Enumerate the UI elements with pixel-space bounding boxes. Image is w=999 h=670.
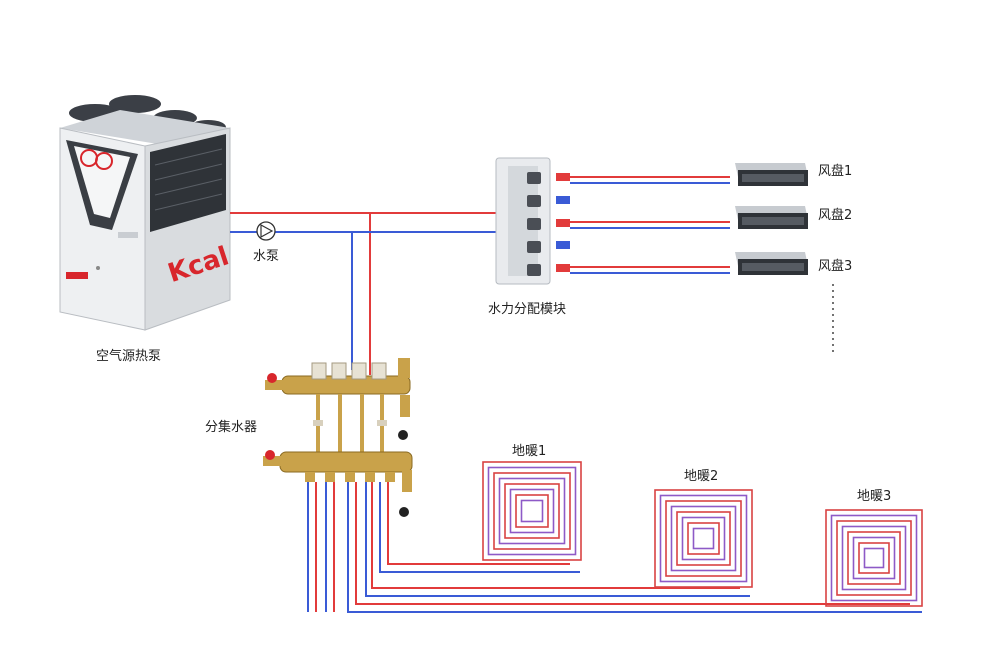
- floor-heat-3-label: 地暖3: [857, 489, 892, 504]
- coil-loop: [692, 527, 715, 550]
- floor-heating-coil-1: [482, 461, 582, 561]
- fan-coil-3-label: 风盘3: [818, 259, 853, 274]
- coil-loop: [482, 461, 582, 561]
- coil-loop: [830, 514, 918, 602]
- floor-heating-coil-2: [654, 489, 753, 588]
- fan-coil-1-label: 风盘1: [818, 164, 853, 179]
- coil-loop: [493, 472, 571, 550]
- floor-heat-1-label: 地暖1: [512, 444, 547, 459]
- heat-pump-unit: Kcal: [59, 95, 233, 331]
- distribution-module: [495, 157, 570, 285]
- coil-loop: [487, 466, 577, 556]
- coil-loop: [520, 499, 544, 523]
- floor-heat-2-label: 地暖2: [684, 469, 719, 484]
- coil-loop: [836, 520, 912, 596]
- fan-coil-2-label: 风盘2: [818, 208, 853, 223]
- coil-loop: [504, 483, 560, 539]
- coil-loop: [847, 531, 901, 585]
- fan-coil-pipes: [570, 176, 730, 274]
- coil-loop: [841, 525, 907, 591]
- fan-coil-unit-3: [735, 252, 808, 275]
- floor-heating-coil-3: [825, 509, 923, 607]
- fan-coil-unit-2: [735, 206, 808, 229]
- coil-loop: [515, 494, 549, 528]
- coil-loop: [654, 489, 753, 588]
- coil-loop: [665, 500, 742, 577]
- distribution-module-label: 水力分配模块: [488, 302, 567, 317]
- coil-loop: [863, 547, 885, 569]
- coil-loop: [687, 522, 720, 555]
- manifold: [263, 358, 413, 517]
- coil-loop: [825, 509, 923, 607]
- heat-pump-label: 空气源热泵: [96, 349, 162, 364]
- coil-loop: [676, 511, 731, 566]
- coil-loop: [659, 494, 748, 583]
- pump-label: 水泵: [253, 249, 280, 264]
- pump-symbol: [256, 221, 276, 241]
- fan-coil-unit-1: [735, 163, 808, 186]
- coil-loop: [670, 505, 737, 572]
- manifold-label: 分集水器: [205, 420, 258, 435]
- coil-loop: [858, 542, 890, 574]
- coil-loop: [681, 516, 726, 561]
- coil-loop: [498, 477, 566, 545]
- floor-heating-pipes: [307, 482, 922, 613]
- coil-loop: [852, 536, 896, 580]
- coil-loop: [509, 488, 555, 534]
